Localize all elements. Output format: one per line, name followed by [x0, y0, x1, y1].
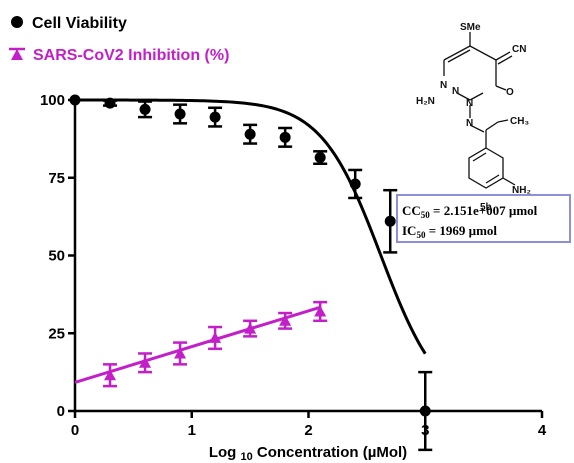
- y-tick-label: 50: [48, 248, 65, 265]
- circle-marker: [69, 94, 81, 106]
- circle-marker: [104, 97, 116, 109]
- triangle-marker: [209, 331, 222, 343]
- mol-nh2-label: NH₂: [512, 185, 531, 196]
- mol-n-label-hydrazone: N: [466, 118, 473, 129]
- cell-viability-point: [278, 126, 293, 148]
- sars-inhibition-fit-line: [74, 305, 321, 384]
- mol-n-label-top: N: [440, 80, 447, 91]
- mol-h2n-label: H₂N: [416, 96, 435, 107]
- mol-n-label-bridge: N: [452, 86, 459, 97]
- legend: Cell Viability SARS-CoV2 Inhibition (%): [9, 15, 229, 64]
- circle-marker: [279, 131, 291, 143]
- circle-marker: [384, 215, 396, 227]
- circle-marker: [174, 108, 186, 120]
- triangle-marker: [279, 314, 292, 326]
- legend-cell-viability-marker: [11, 16, 23, 28]
- triangle-marker: [244, 322, 257, 334]
- data-points: [69, 94, 433, 452]
- circle-marker: [139, 103, 151, 115]
- cell-viability-point: [418, 370, 433, 452]
- ic50-annotation-box: CC50 = 2.151e+007 µmol IC50 = 1969 µmol: [396, 194, 571, 243]
- cell-viability-point: [208, 106, 223, 128]
- cell-viability-fit-curve: [75, 98, 427, 355]
- cell-viability-point: [243, 123, 258, 145]
- cell-viability-point: [313, 150, 328, 166]
- triangle-marker: [314, 305, 327, 317]
- y-tick-label: 100: [40, 92, 65, 109]
- cell-viability-point: [138, 100, 153, 119]
- legend-cell-viability-label: Cell Viability: [32, 15, 127, 32]
- cell-viability-point: [69, 94, 81, 106]
- triangle-marker: [174, 347, 187, 359]
- x-tick-label: 1: [188, 422, 196, 439]
- molecule-compound-label: 5b: [480, 202, 492, 213]
- legend-sars-cov2-label: SARS-CoV2 Inhibition (%): [33, 47, 229, 64]
- sars-inhibition-point: [138, 352, 153, 374]
- legend-sars-cov2-marker: [9, 47, 25, 60]
- sars-inhibition-point: [208, 325, 223, 351]
- sars-inhibition-point: [278, 311, 293, 330]
- sars-inhibition-point: [243, 319, 258, 338]
- circle-marker: [244, 128, 256, 140]
- sars-inhibition-point: [103, 363, 118, 388]
- triangle-marker: [104, 369, 117, 381]
- molecule-5b-structure: [443, 32, 516, 189]
- mol-cn-label: CN: [512, 44, 526, 55]
- cell-viability-point: [103, 97, 118, 109]
- y-tick-label: 0: [57, 403, 65, 420]
- y-tick-label: 75: [48, 170, 65, 187]
- molecule-5b-labels: SMe CN N H₂N N O N CH₃ NH₂ N 5b: [416, 22, 531, 213]
- cell-viability-point: [348, 168, 363, 200]
- x-tick-label: 0: [71, 422, 79, 439]
- mol-ch3-label: CH₃: [510, 116, 529, 127]
- cc50-text: CC50 = 2.151e+007 µmol: [402, 203, 538, 220]
- circle-marker: [209, 111, 221, 123]
- sars-inhibition-point: [313, 300, 328, 323]
- circle-marker: [419, 405, 431, 417]
- triangle-marker: [139, 356, 152, 368]
- mol-o-label: O: [506, 87, 514, 98]
- x-tick-label: 2: [304, 422, 312, 439]
- circle-marker: [314, 152, 326, 164]
- y-tick-label: 25: [48, 325, 65, 342]
- circle-marker: [349, 178, 361, 190]
- cell-viability-point: [383, 188, 398, 254]
- sars-inhibition-point: [173, 341, 188, 366]
- ic50-text: IC50 = 1969 µmol: [402, 223, 497, 240]
- cell-viability-point: [173, 103, 188, 125]
- mol-n-label-ring: N: [466, 98, 473, 109]
- x-axis-title: Log 10 Concentration (µMol): [209, 444, 407, 463]
- mol-sme-label: SMe: [460, 22, 481, 33]
- x-tick-label: 4: [538, 422, 547, 439]
